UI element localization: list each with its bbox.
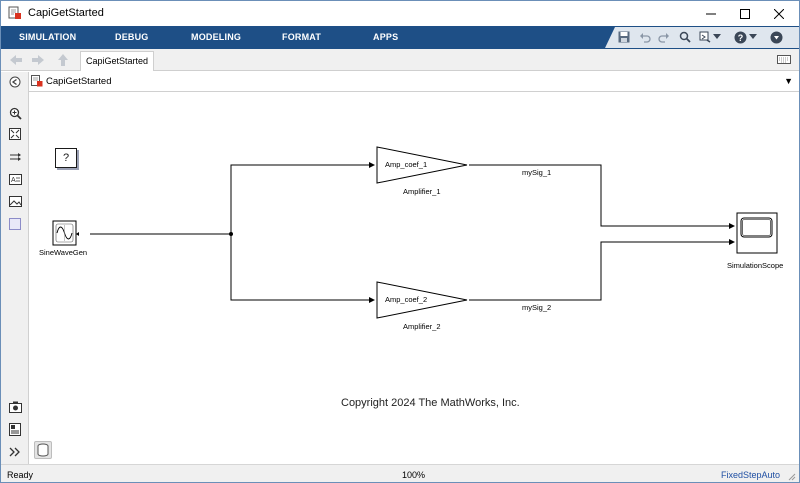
save-icon[interactable] bbox=[617, 30, 631, 44]
signal-line-branch-2[interactable] bbox=[230, 234, 375, 303]
signal-label-1[interactable]: mySig_1 bbox=[522, 168, 552, 177]
model-tab[interactable]: CapiGetStarted bbox=[80, 51, 154, 71]
copyright-annotation: Copyright 2024 The MathWorks, Inc. bbox=[341, 397, 520, 409]
left-palette: A bbox=[1, 72, 29, 464]
model-browser-icon[interactable] bbox=[8, 400, 22, 414]
sine-wave-label: SineWaveGen bbox=[39, 248, 88, 257]
signal-line-mysig-2[interactable] bbox=[469, 239, 735, 301]
signal-label-2[interactable]: mySig_2 bbox=[522, 303, 552, 312]
breadcrumb-dropdown-icon[interactable]: ▼ bbox=[784, 76, 793, 86]
scope-block[interactable] bbox=[736, 212, 778, 254]
tab-debug[interactable]: DEBUG bbox=[115, 32, 149, 42]
collapse-icon[interactable] bbox=[769, 30, 783, 44]
zoom-level: 100% bbox=[402, 470, 426, 480]
model-canvas[interactable]: Amp_coef_1 Amplifier_1 Amp_coef_2 Amplif… bbox=[30, 92, 799, 464]
breadcrumb-model[interactable]: CapiGetStarted bbox=[46, 76, 112, 87]
model-data-button[interactable] bbox=[34, 441, 52, 459]
sine-wave-block[interactable] bbox=[52, 220, 79, 246]
amplifier-2-label: Amplifier_2 bbox=[403, 322, 441, 331]
settings-dropdown-icon[interactable] bbox=[713, 30, 721, 44]
hide-palette-icon[interactable] bbox=[8, 75, 22, 89]
keyboard-icon[interactable] bbox=[777, 55, 791, 64]
up-icon[interactable] bbox=[56, 53, 70, 67]
signal-lines bbox=[52, 146, 778, 319]
close-button[interactable] bbox=[763, 1, 795, 26]
image-icon[interactable] bbox=[8, 194, 22, 208]
help-block[interactable]: ? bbox=[55, 148, 77, 168]
title-bar: CapiGetStarted bbox=[1, 1, 799, 26]
maximize-button[interactable] bbox=[729, 1, 761, 26]
scope-label: SimulationScope bbox=[727, 261, 784, 270]
solver-link[interactable]: FixedStepAuto bbox=[720, 470, 780, 480]
expand-icon[interactable] bbox=[8, 445, 22, 459]
signal-line-mysig-1[interactable] bbox=[469, 164, 735, 229]
fit-view-icon[interactable] bbox=[8, 127, 22, 141]
undo-icon[interactable] bbox=[638, 30, 652, 44]
tab-format[interactable]: FORMAT bbox=[282, 32, 322, 42]
amplifier-1-param: Amp_coef_1 bbox=[385, 160, 428, 169]
forward-icon[interactable] bbox=[31, 53, 45, 67]
svg-text:A: A bbox=[11, 177, 16, 184]
quick-access-toolbar: ? bbox=[605, 27, 799, 48]
back-icon[interactable] bbox=[9, 53, 23, 67]
database-icon bbox=[37, 443, 49, 457]
model-icon bbox=[31, 75, 43, 87]
minimize-icon bbox=[706, 13, 716, 14]
tab-simulation[interactable]: SIMULATION bbox=[19, 32, 77, 42]
settings-icon[interactable] bbox=[698, 30, 712, 44]
close-icon bbox=[774, 8, 784, 19]
status-text: Ready bbox=[7, 470, 34, 480]
signal-line-branch-1[interactable] bbox=[230, 162, 375, 234]
amplifier-1-label: Amplifier_1 bbox=[403, 187, 441, 196]
amplifier-2-block[interactable] bbox=[376, 281, 468, 319]
explorer-bar: CapiGetStarted bbox=[1, 49, 799, 71]
text-box-icon[interactable]: A bbox=[8, 172, 22, 186]
status-bar: Ready 100% FixedStepAuto bbox=[1, 464, 799, 482]
amplifier-2-param: Amp_coef_2 bbox=[385, 295, 428, 304]
simulink-app-icon bbox=[8, 6, 21, 19]
maximize-icon bbox=[740, 8, 750, 19]
help-icon[interactable]: ? bbox=[733, 30, 747, 44]
minimize-button[interactable] bbox=[695, 1, 727, 26]
arrows-icon[interactable] bbox=[8, 150, 22, 164]
help-dropdown-icon[interactable] bbox=[749, 30, 757, 44]
ribbon-tab-strip: SIMULATION DEBUG MODELING FORMAT APPS bbox=[1, 26, 799, 49]
resize-grip-icon[interactable] bbox=[788, 473, 796, 481]
property-icon[interactable] bbox=[8, 422, 22, 436]
tab-apps[interactable]: APPS bbox=[373, 32, 399, 42]
tab-modeling[interactable]: MODELING bbox=[191, 32, 242, 42]
svg-text:?: ? bbox=[737, 33, 743, 43]
amplifier-1-block[interactable] bbox=[376, 146, 468, 184]
zoom-icon[interactable] bbox=[8, 106, 22, 120]
area-icon[interactable] bbox=[8, 217, 22, 231]
find-icon[interactable] bbox=[678, 30, 692, 44]
breadcrumb: CapiGetStarted ▼ bbox=[29, 72, 799, 92]
redo-icon[interactable] bbox=[657, 30, 671, 44]
window-title: CapiGetStarted bbox=[28, 7, 104, 19]
